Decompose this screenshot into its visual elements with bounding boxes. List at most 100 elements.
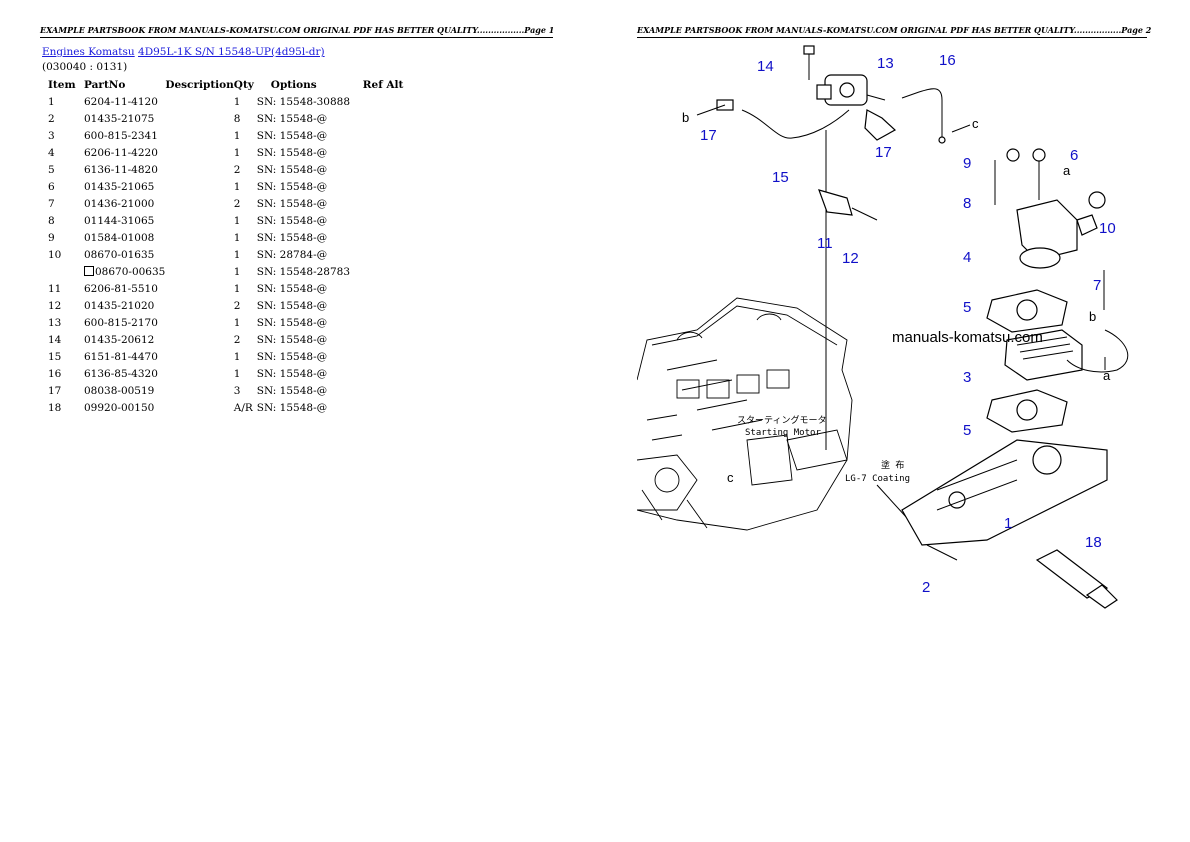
cell-partno: 6206-81-5510 [84,280,165,297]
cell-item-text: 4 [48,146,55,159]
cell-qty: 1 [234,229,257,246]
cell-partno: 08670-00635 [84,263,165,280]
callout-16: 16 [939,52,956,69]
cell-options-text: SN: 15548-@ [256,401,328,414]
cell-partno-text: 01435-21075 [84,112,155,125]
cell-options: SN: 15548-@ [257,161,363,178]
cell-description [165,110,233,127]
cell-ref-alt [363,365,413,382]
cell-description [165,229,233,246]
cell-partno: 6206-11-4220 [84,144,165,161]
cell-qty-text: 1 [233,265,241,278]
cell-qty-text: 1 [233,146,241,159]
cell-partno-text: 01584-01008 [84,231,155,244]
cell-partno: 08038-00519 [84,382,165,399]
cell-item-text: 14 [48,333,62,346]
cell-description [165,382,233,399]
cell-qty: 8 [234,110,257,127]
cell-options: SN: 15548-@ [257,229,363,246]
callout-11: 11 [817,235,833,252]
cell-description [165,365,233,382]
cell-ref-alt [363,399,413,416]
callout-4: 4 [963,249,971,266]
cell-qty-text: 2 [233,299,241,312]
cell-item: 5 [42,161,84,178]
cell-description [165,161,233,178]
cell-partno-text: 08670-01635 [84,248,155,261]
cell-options-text: SN: 15548-@ [256,231,328,244]
callout-6: 6 [1070,147,1078,164]
cell-item-text: 11 [48,282,62,295]
cell-item-text: 10 [48,248,62,261]
cell-item-text: 1 [48,95,55,108]
cell-ref-alt [363,280,413,297]
cell-ref-alt [363,178,413,195]
cell-qty-text: 1 [233,316,241,329]
cell-qty-text: 1 [233,350,241,363]
cell-partno-text: 01435-21020 [84,299,155,312]
cell-partno: 01435-21075 [84,110,165,127]
callout-9: 9 [963,155,971,172]
coating-label: LG-7 Coating [845,474,910,484]
cell-partno-text: 600-815-2170 [84,316,158,329]
cell-ref-alt [363,382,413,399]
ref-letter-b2: b [1089,309,1096,324]
cell-qty-text: A/R [233,401,253,414]
cell-options: SN: 15548-@ [257,297,363,314]
cell-item-text: 3 [48,129,55,142]
breadcrumb-link-engines[interactable]: Engines Komatsu [42,46,135,58]
cell-options: SN: 15548-@ [257,195,363,212]
cell-partno: 01435-21020 [84,297,165,314]
cell-options-text: SN: 15548-@ [256,180,328,193]
cell-qty-text: 1 [233,214,241,227]
alternate-part-box-icon [84,265,94,276]
column-header-ref-alt: Ref Alt [362,78,404,91]
cell-qty: 1 [234,314,257,331]
cell-item: 13 [42,314,84,331]
cell-ref-alt [363,229,413,246]
cell-options: SN: 15548-@ [257,348,363,365]
cell-qty: 1 [234,365,257,382]
cell-partno-text: 6151-81-4470 [84,350,158,363]
cell-partno: 01436-21000 [84,195,165,212]
cell-partno: 6204-11-4120 [84,93,165,110]
cell-item-text: 12 [48,299,62,312]
cell-partno: 08670-01635 [84,246,165,263]
cell-qty: 1 [234,246,257,263]
cell-partno: 600-815-2341 [84,127,165,144]
column-header-options: Options [270,78,317,91]
cell-options-text: SN: 15548-@ [256,384,328,397]
cell-options-text: SN: 15548-@ [256,129,328,142]
cell-item: 16 [42,365,84,382]
cell-qty: 1 [234,178,257,195]
cell-description [165,144,233,161]
breadcrumb-link-model[interactable]: 4D95L-1K S/N 15548-UP(4d95l-dr) [138,46,325,58]
cell-qty: 1 [234,263,257,280]
cell-qty: 2 [234,195,257,212]
cell-qty: 1 [234,93,257,110]
cell-partno: 01144-31065 [84,212,165,229]
cell-partno: 01435-20612 [84,331,165,348]
cell-description [165,314,233,331]
cell-qty-text: 1 [233,248,241,261]
cell-ref-alt [363,263,413,280]
cell-item-text: 2 [48,112,55,125]
cell-qty: 2 [234,297,257,314]
cell-ref-alt [363,110,413,127]
starting-motor-label: Starting Motor [745,428,821,438]
cell-item-text: 7 [48,197,55,210]
cell-options-text: SN: 15548-@ [256,282,328,295]
cell-partno-text: 6136-85-4320 [84,367,158,380]
cell-qty-text: 1 [233,180,241,193]
cell-partno: 09920-00150 [84,399,165,416]
